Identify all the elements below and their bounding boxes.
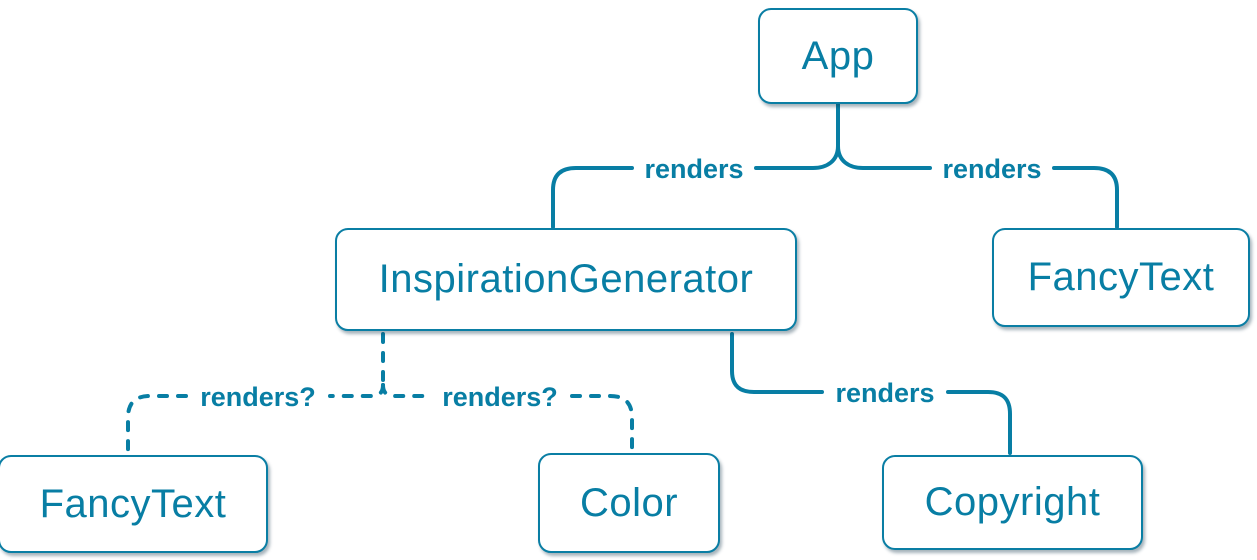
edge-line: [946, 390, 1012, 455]
edge-label-renders-question: renders?: [442, 382, 558, 412]
node-fancy-text-left-label: FancyText: [39, 481, 227, 526]
node-fancy-text-right-label: FancyText: [1027, 255, 1215, 299]
edge-line: [551, 166, 634, 229]
node-app: App: [758, 8, 918, 104]
edge-label-renders: renders: [644, 154, 743, 184]
node-fancy-text-right: FancyText: [992, 228, 1250, 327]
edge-inspirationgenerator-color: renders?: [381, 382, 634, 452]
edge-line: [1052, 166, 1119, 229]
edge-label-renders: renders: [942, 154, 1041, 184]
node-copyright-label: Copyright: [924, 480, 1101, 524]
node-inspiration-generator: InspirationGenerator: [335, 228, 797, 331]
node-fancy-text-left: FancyText: [0, 455, 268, 553]
edge-line: [126, 394, 188, 455]
node-app-label: App: [801, 33, 875, 78]
edge-app-fancytext: renders: [836, 144, 1119, 229]
node-inspiration-generator-label: InspirationGenerator: [378, 257, 754, 301]
edge-app-inspirationgenerator: renders: [551, 144, 840, 229]
edge-line: [730, 332, 824, 394]
edge-line: [570, 394, 634, 452]
edge-line: [754, 144, 840, 170]
edge-label-renders: renders: [835, 378, 934, 408]
node-color-label: Color: [579, 480, 679, 525]
edge-label-renders-question: renders?: [200, 382, 316, 412]
edge-inspirationgenerator-fancytext: renders?: [126, 382, 385, 455]
edge-line: [328, 383, 385, 398]
edge-inspirationgenerator-copyright: renders: [730, 332, 1012, 455]
edge-line: [381, 383, 432, 398]
node-copyright: Copyright: [882, 455, 1143, 550]
node-color: Color: [538, 453, 720, 553]
edge-line: [836, 144, 932, 170]
